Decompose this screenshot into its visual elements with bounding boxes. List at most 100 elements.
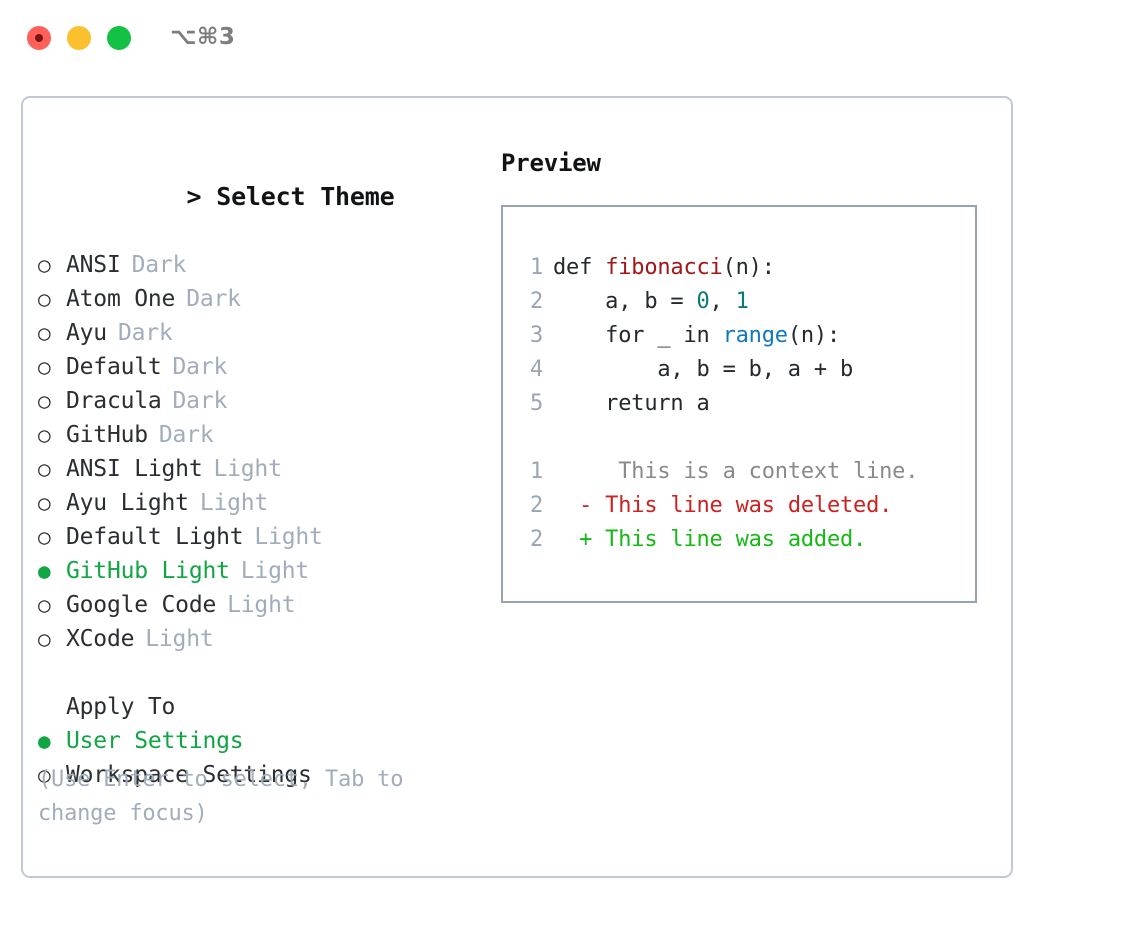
code-line: 5 return a [509, 387, 977, 421]
diff-line-content: This is a context line. [553, 455, 918, 489]
maximize-window-button[interactable] [107, 26, 131, 50]
theme-name-label: GitHub Light [66, 558, 230, 584]
title-bar: ⌥⌘3 [0, 0, 1140, 78]
minimize-window-button[interactable] [67, 26, 91, 50]
diff-block: 1 This is a context line.2 - This line w… [509, 455, 977, 557]
radio-unselected-icon: ○ [38, 423, 51, 447]
theme-list-item[interactable]: ○ Default Dark [38, 350, 488, 384]
theme-variant-tag: Dark [186, 286, 241, 312]
radio-selected-icon: ● [38, 559, 51, 583]
theme-name-label: Default [66, 354, 162, 380]
theme-variant-tag: Dark [172, 388, 228, 414]
section-spacer [38, 656, 488, 690]
theme-name-label: GitHub [66, 422, 148, 448]
theme-variant-tag: Light [145, 626, 214, 652]
theme-variant-tag: Light [213, 456, 282, 482]
code-token: for _ in [553, 323, 723, 348]
prompt-caret-icon: > [186, 182, 202, 211]
radio-unselected-icon: ○ [38, 593, 51, 617]
radio-unselected-icon: ○ [38, 457, 51, 481]
code-token: (n): [787, 323, 841, 348]
close-window-button[interactable] [27, 26, 51, 50]
code-token: a, b = b, a + b [553, 357, 854, 382]
theme-list-item[interactable]: ● GitHub Light Light [38, 554, 488, 588]
theme-variant-tag: Light [199, 490, 269, 516]
apply-to-title: Apply To [66, 694, 176, 720]
theme-variant-tag: Dark [158, 422, 214, 448]
diff-line-content: + This line was added. [553, 523, 866, 557]
code-token: fibonacci [605, 255, 723, 280]
theme-name-label: Atom One [66, 286, 176, 312]
code-token: def [553, 255, 606, 280]
theme-list-item[interactable]: ○ GitHub Dark [38, 418, 488, 452]
keyboard-shortcut-label: ⌥⌘3 [170, 24, 236, 50]
diff-text: This is a context line. [592, 459, 919, 484]
diff-line: 2 - This line was deleted. [509, 489, 977, 523]
radio-unselected-icon: ○ [38, 763, 51, 787]
radio-unselected-icon: ○ [38, 355, 51, 379]
code-line-content: a, b = b, a + b [553, 353, 853, 387]
line-number: 2 [529, 493, 543, 518]
code-token: , [709, 289, 736, 314]
code-line: 4 a, b = b, a + b [509, 353, 977, 387]
line-number: 3 [529, 323, 543, 348]
code-line-content: for _ in range(n): [553, 319, 840, 353]
theme-name-label: Default Light [66, 524, 244, 550]
radio-unselected-icon: ○ [38, 627, 51, 651]
diff-line: 1 This is a context line. [509, 455, 977, 489]
apply-to-option[interactable]: ●User Settings [38, 724, 488, 758]
theme-variant-tag: Light [240, 558, 310, 584]
radio-unselected-icon: ○ [38, 491, 51, 515]
code-line-content: def fibonacci(n): [553, 251, 775, 285]
radio-unselected-icon: ○ [38, 389, 51, 413]
code-token: range [722, 323, 788, 348]
theme-variant-tag: Light [227, 592, 296, 618]
radio-unselected-icon: ○ [38, 321, 51, 345]
theme-name-label: Ayu [66, 320, 107, 346]
code-diff-spacer [509, 421, 977, 455]
theme-list-item[interactable]: ○ Ayu Light Light [38, 486, 488, 520]
line-number: 2 [529, 289, 543, 314]
preview-title: Preview [501, 149, 601, 177]
radio-unselected-icon: ○ [38, 287, 51, 311]
apply-to-label: User Settings [66, 728, 244, 754]
diff-marker [553, 459, 592, 484]
theme-variant-tag: Dark [131, 252, 187, 278]
code-token: 0 [696, 289, 710, 314]
theme-list-item[interactable]: ○ Atom One Dark [38, 282, 488, 316]
code-token: return a [553, 391, 710, 416]
keyboard-hint-text: (Use Enter to select, Tab to change focu… [38, 767, 417, 826]
code-line-content: return a [553, 387, 710, 421]
line-number: 1 [529, 459, 543, 484]
diff-text: This line was added. [592, 527, 867, 552]
code-token: a, b = [553, 289, 697, 314]
theme-name-label: Ayu Light [66, 490, 189, 516]
code-token: 1 [735, 289, 749, 314]
radio-unselected-icon: ○ [38, 525, 51, 549]
diff-line-content: - This line was deleted. [553, 489, 892, 523]
theme-name-label: ANSI [66, 252, 121, 278]
diff-marker: - [553, 493, 593, 518]
line-number: 4 [529, 357, 543, 382]
theme-list-item[interactable]: ○ Dracula Dark [38, 384, 488, 418]
code-line: 1 def fibonacci(n): [509, 251, 977, 285]
code-line-content: a, b = 0, 1 [553, 285, 749, 319]
theme-variant-tag: Dark [172, 354, 228, 380]
diff-marker: + [553, 527, 593, 552]
theme-name-label: Dracula [66, 388, 162, 414]
line-number: 1 [529, 255, 543, 280]
apply-to-option[interactable]: ○Workspace Settings [38, 758, 488, 792]
line-number: 2 [529, 527, 543, 552]
